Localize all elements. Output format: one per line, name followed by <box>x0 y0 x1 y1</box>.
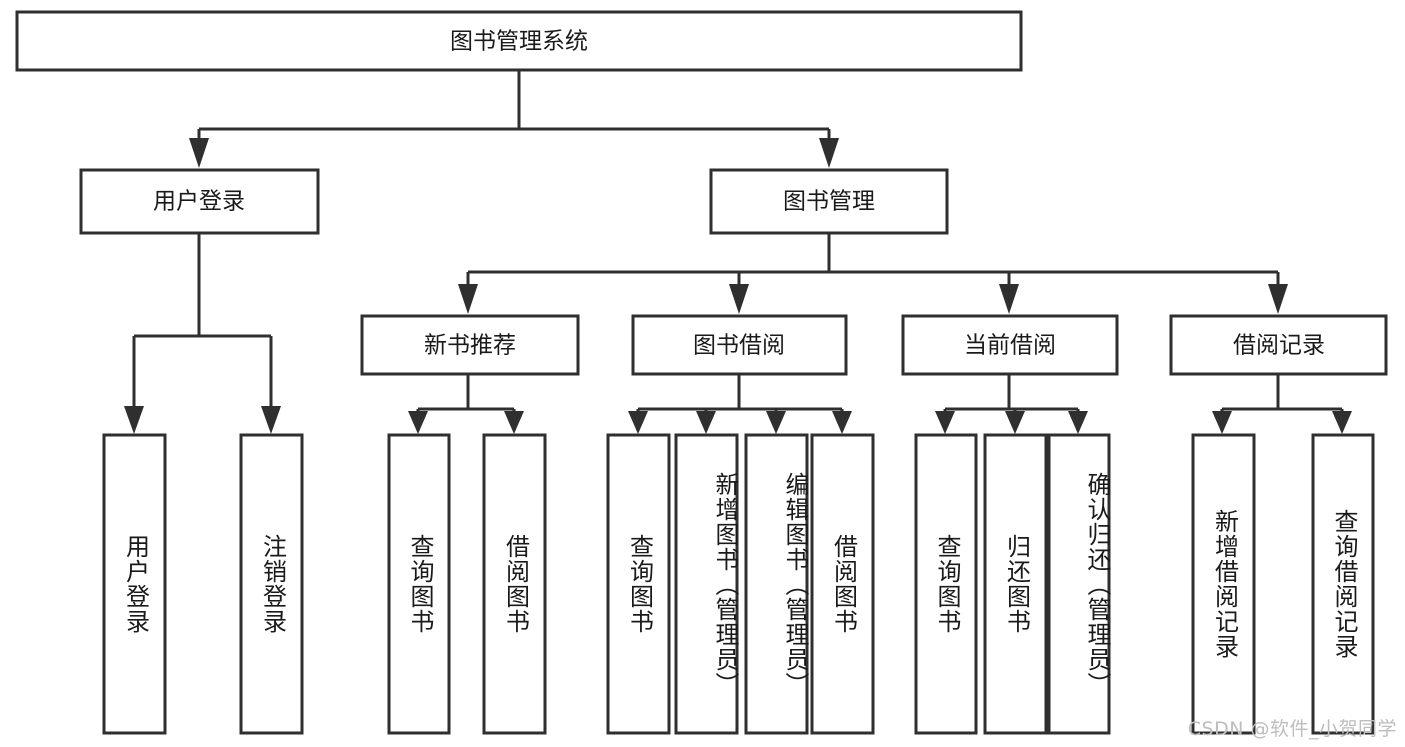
leaf-box-borrow-book-bb[interactable] <box>810 433 875 735</box>
connector-group-user-login <box>124 233 281 434</box>
arrow-to-leaf-logout <box>261 406 281 434</box>
arrow-to-borrow-record <box>1268 284 1288 314</box>
node-root-box[interactable] <box>15 10 1023 72</box>
arrow-to-leaf-query-record <box>1332 411 1352 434</box>
node-current-borrow-box[interactable] <box>901 314 1119 376</box>
node-user-login-label: 用户登录 <box>153 189 245 215</box>
connector-group-book-borrow <box>628 374 852 434</box>
node-user-login-box[interactable] <box>79 168 320 235</box>
arrow-to-leaf-borrow-book-nbr <box>504 411 524 434</box>
leaf-box-return-book[interactable] <box>983 433 1048 735</box>
node-book-manage-label: 图书管理 <box>783 189 875 215</box>
node-root-label: 图书管理系统 <box>450 29 588 55</box>
arrow-to-leaf-add-record <box>1212 411 1232 434</box>
node-book-borrow-label: 图书借阅 <box>693 333 785 359</box>
leaf-box-logout[interactable] <box>239 433 304 735</box>
leaf-box-query-book-bb[interactable] <box>606 433 671 735</box>
node-borrow-record-box[interactable] <box>1169 314 1388 376</box>
arrow-to-user-login <box>189 138 209 168</box>
arrow-to-book-manage <box>819 138 839 168</box>
node-book-manage-box[interactable] <box>709 168 949 235</box>
arrow-to-leaf-query-book-nbr <box>408 411 428 434</box>
leaf-box-query-record[interactable] <box>1311 433 1375 735</box>
connector-group-book-manage <box>458 233 1288 314</box>
arrow-to-leaf-confirm-return <box>1068 411 1088 434</box>
connector-group-new-book-recommend <box>408 374 524 434</box>
leaf-box-query-book-cb[interactable] <box>914 433 978 735</box>
arrow-to-leaf-borrow-book-bb <box>832 411 852 434</box>
node-new-book-recommend-label: 新书推荐 <box>424 333 516 359</box>
node-book-borrow-box[interactable] <box>631 314 848 376</box>
watermark: CSDN @软件_小贺同学 <box>1187 718 1397 740</box>
arrow-to-leaf-query-book-bb <box>628 411 648 434</box>
leaf-box-edit-book[interactable] <box>744 433 809 735</box>
leaf-box-confirm-return[interactable] <box>1047 433 1111 735</box>
leaf-box-user-login[interactable] <box>102 433 167 735</box>
leaf-box-query-book-nbr[interactable] <box>387 433 451 735</box>
arrow-to-book-borrow <box>729 284 749 314</box>
arrow-to-leaf-return-book <box>1005 411 1025 434</box>
arrow-to-leaf-query-book-cb <box>935 411 955 434</box>
arrow-to-current-borrow <box>999 284 1019 314</box>
connector-group-borrow-record <box>1212 374 1352 434</box>
arrow-to-leaf-add-book <box>696 411 716 434</box>
leaf-box-borrow-book-nbr[interactable] <box>482 433 547 735</box>
arrow-to-new-book-recommend <box>458 284 478 314</box>
connector-group-root <box>189 70 839 168</box>
node-borrow-record-label: 借阅记录 <box>1233 333 1325 359</box>
node-new-book-recommend-box[interactable] <box>360 314 580 376</box>
leaf-box-add-book[interactable] <box>674 433 739 735</box>
connector-group-current-borrow <box>935 374 1088 434</box>
arrow-to-leaf-user-login <box>124 406 144 434</box>
node-current-borrow-label: 当前借阅 <box>964 333 1056 359</box>
leaf-box-add-record[interactable] <box>1191 433 1256 735</box>
arrow-to-leaf-edit-book <box>766 411 786 434</box>
